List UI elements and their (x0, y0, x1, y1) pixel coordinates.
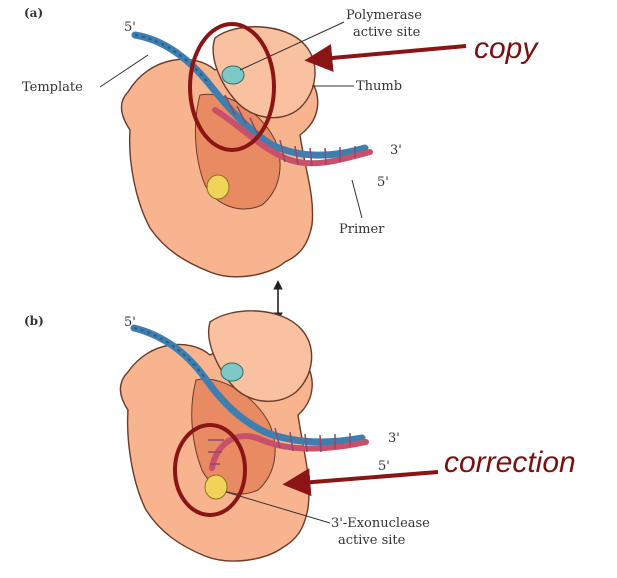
five-prime-label-a: 5' (124, 20, 136, 35)
panel-a-tag: (a) (24, 6, 43, 20)
exonuclease-active-site (205, 475, 227, 499)
polymerase-site-b (221, 363, 243, 381)
panel-a: (a) 5' Polymerase active site Thumb Temp… (22, 6, 539, 277)
panel-b-tag: (b) (24, 314, 44, 328)
panel-b: (b) 5' 3' 5' 3'-Exonuclease active site … (24, 311, 576, 561)
exonuclease-site-a (207, 175, 229, 199)
correction-annotation: correction (444, 446, 576, 479)
three-prime-label-b: 3' (388, 431, 400, 446)
polymerase-label-line1: Polymerase (346, 8, 422, 23)
copy-arrow (310, 46, 466, 60)
polymerase-active-site (222, 66, 244, 84)
three-prime-label-a: 3' (390, 143, 402, 158)
five-prime-right-label-b: 5' (378, 459, 390, 474)
five-prime-right-label-a: 5' (377, 175, 389, 190)
correction-arrow (288, 472, 438, 484)
thumb-label: Thumb (356, 79, 402, 94)
polymerase-label-line2: active site (353, 25, 421, 40)
template-label: Template (22, 80, 83, 95)
copy-annotation: copy (474, 32, 539, 65)
primer-label: Primer (339, 222, 385, 237)
exonuclease-label-line2: active site (338, 533, 406, 548)
five-prime-label-b: 5' (124, 315, 136, 330)
exonuclease-label-line1: 3'-Exonuclease (331, 516, 430, 531)
